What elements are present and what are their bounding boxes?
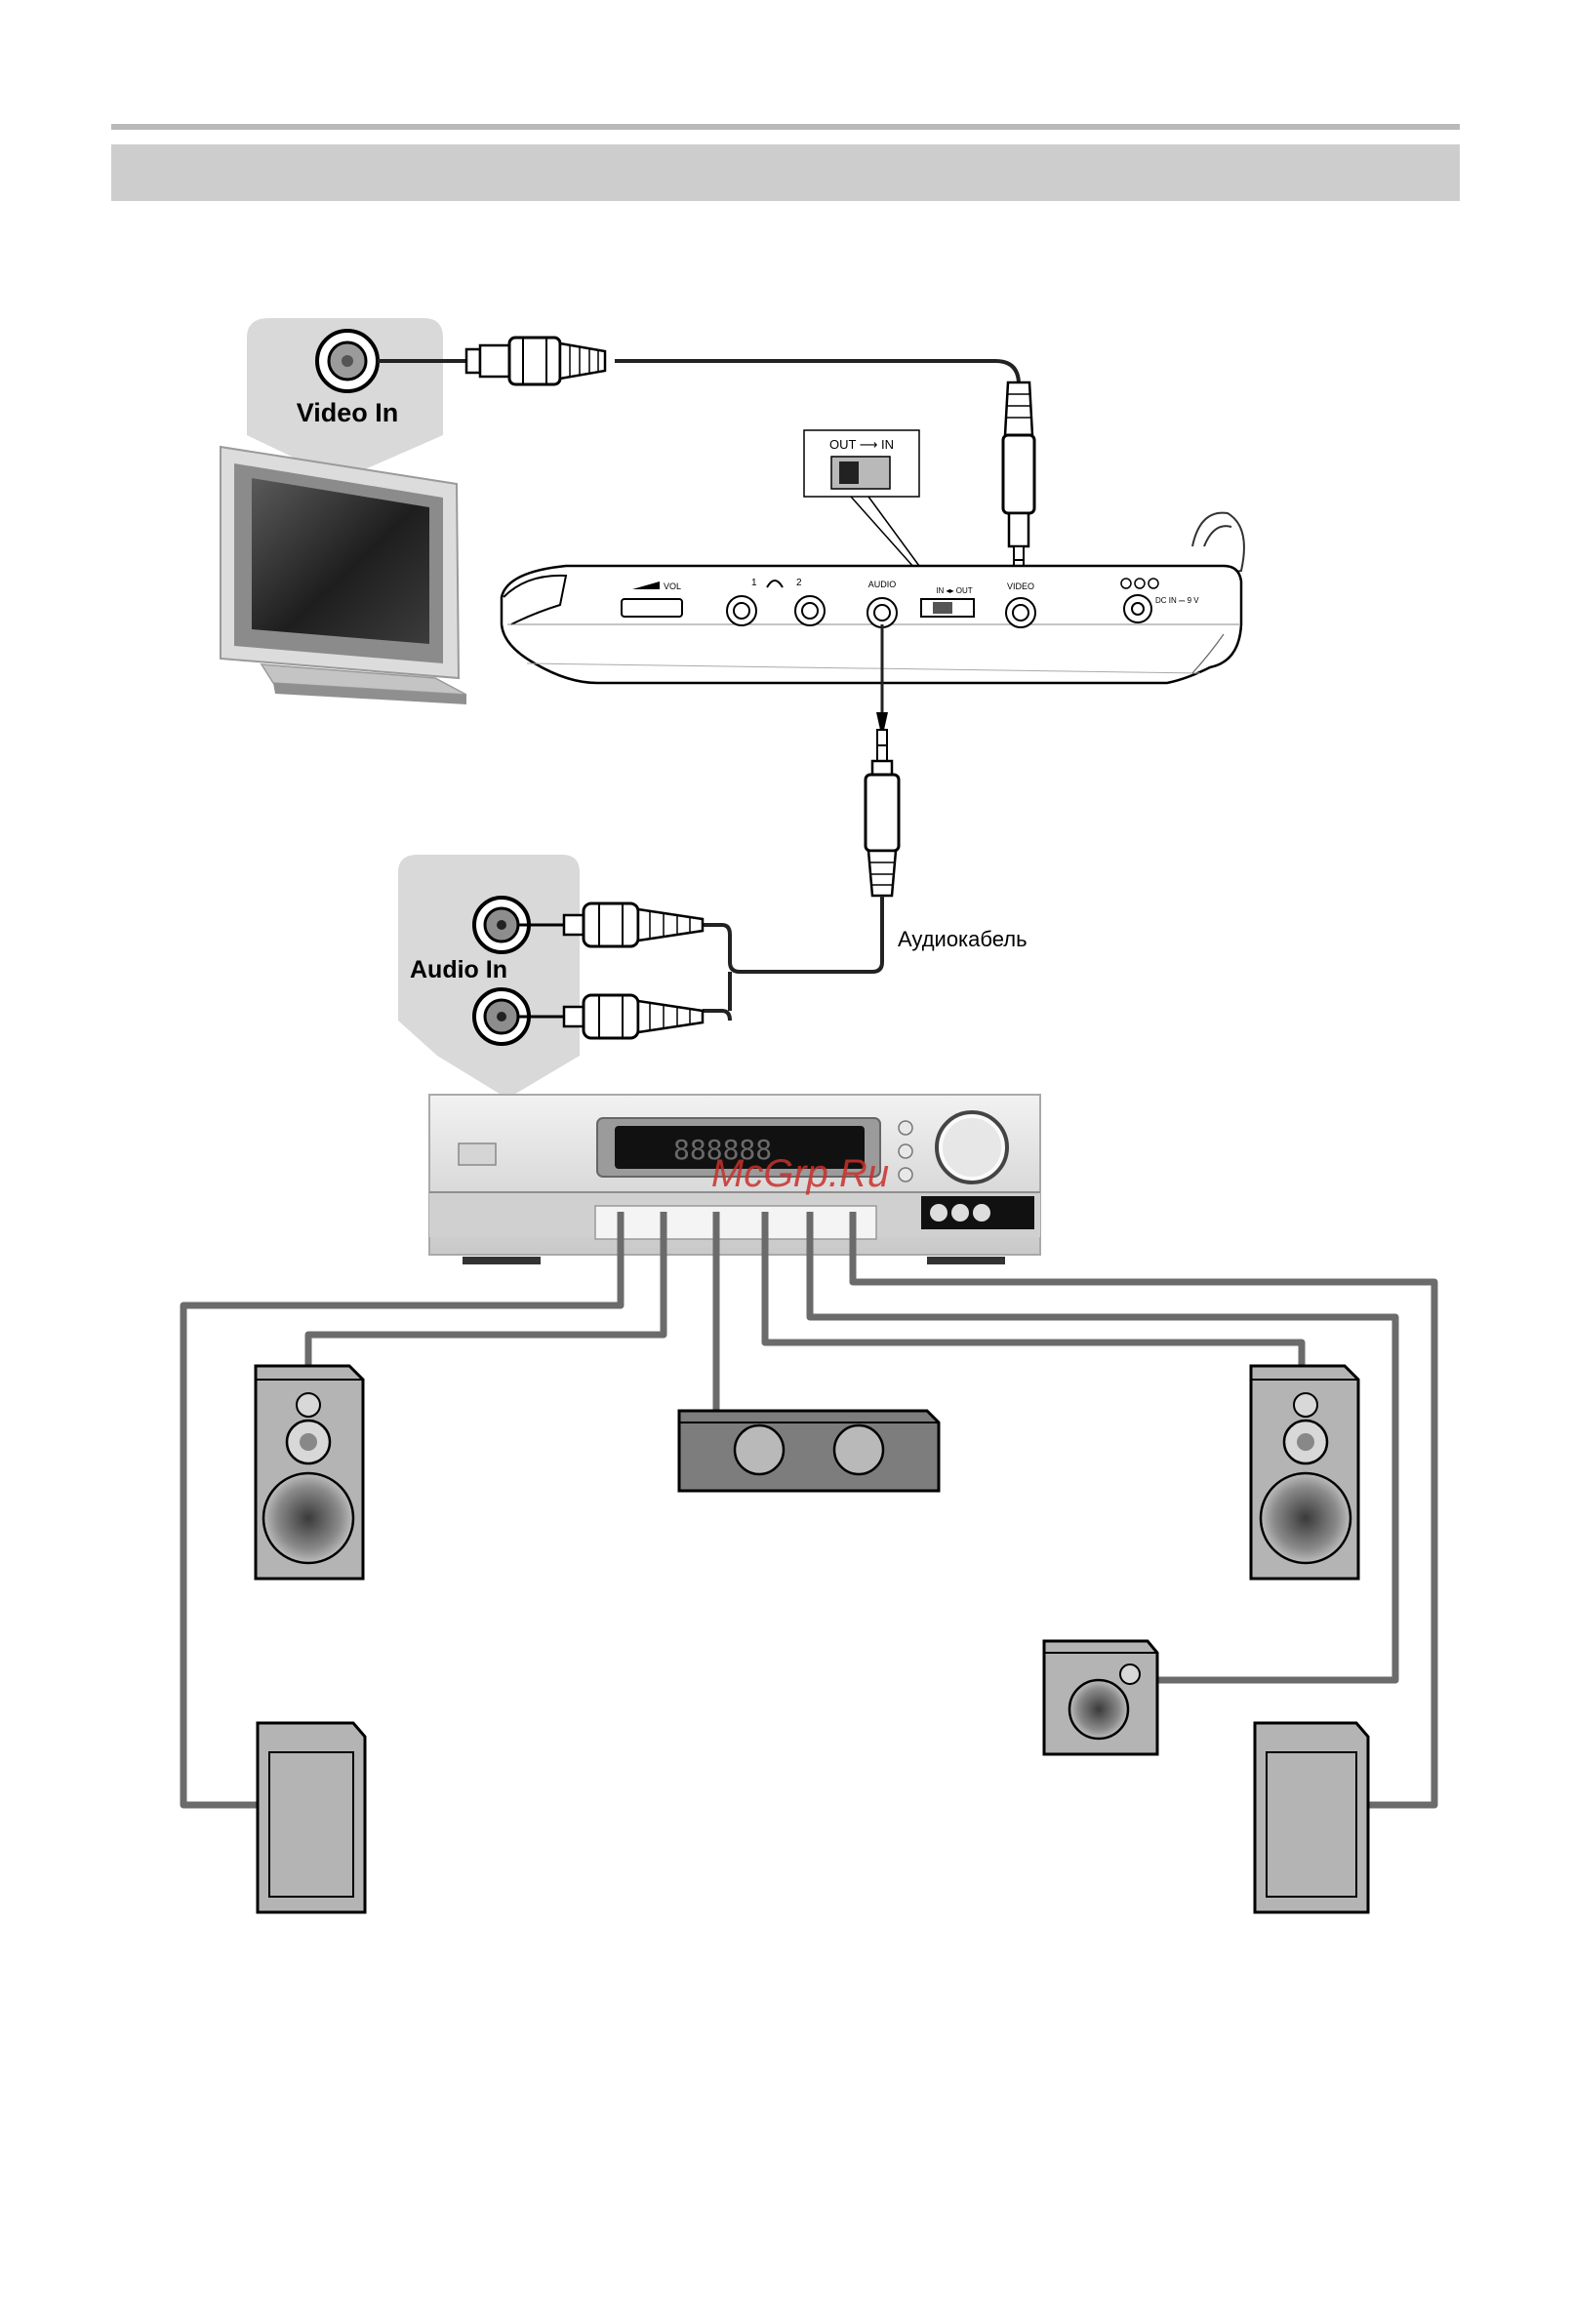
av-receiver: 888888 McGrp.Ru bbox=[429, 1095, 1040, 1264]
phones-2-label: 2 bbox=[796, 578, 802, 588]
header-bar bbox=[111, 144, 1460, 201]
switch-legend: OUT ⟶ IN bbox=[829, 437, 894, 452]
audio-port-label: AUDIO bbox=[868, 580, 897, 589]
center-speaker bbox=[679, 1411, 939, 1491]
video-in-label: Video In bbox=[297, 398, 399, 427]
top-rule bbox=[111, 124, 1460, 130]
audio-in-group: Audio In bbox=[398, 855, 703, 1099]
tv-group: Video In bbox=[221, 318, 466, 704]
switch-port-label: IN ◂▸ OUT bbox=[936, 586, 972, 595]
vol-label: VOL bbox=[664, 581, 681, 591]
video-port-label: VIDEO bbox=[1007, 581, 1034, 591]
dvd-player: VOL 1 2 AUDIO IN ◂▸ OUT VIDEO DC IN ⎓ 9 … bbox=[502, 513, 1244, 683]
front-right-speaker bbox=[1251, 1366, 1358, 1579]
receiver-button bbox=[899, 1121, 912, 1135]
watermark: McGrp.Ru bbox=[711, 1152, 889, 1195]
phones-1-label: 1 bbox=[751, 578, 757, 588]
subwoofer bbox=[1044, 1641, 1157, 1754]
front-left-speaker bbox=[256, 1366, 363, 1579]
video-cable bbox=[378, 338, 1034, 591]
tv-icon bbox=[221, 447, 466, 704]
speaker-wires bbox=[183, 1212, 1434, 1805]
dc-in-label: DC IN ⎓ 9 V bbox=[1155, 596, 1199, 605]
audio-cable-label: Аудиокабель bbox=[898, 927, 1028, 951]
speaker-terminals bbox=[595, 1206, 876, 1239]
rear-right-speaker bbox=[1255, 1723, 1368, 1912]
audio-in-label: Audio In bbox=[410, 956, 507, 983]
rear-left-speaker bbox=[258, 1723, 365, 1912]
volume-wheel bbox=[622, 599, 682, 617]
